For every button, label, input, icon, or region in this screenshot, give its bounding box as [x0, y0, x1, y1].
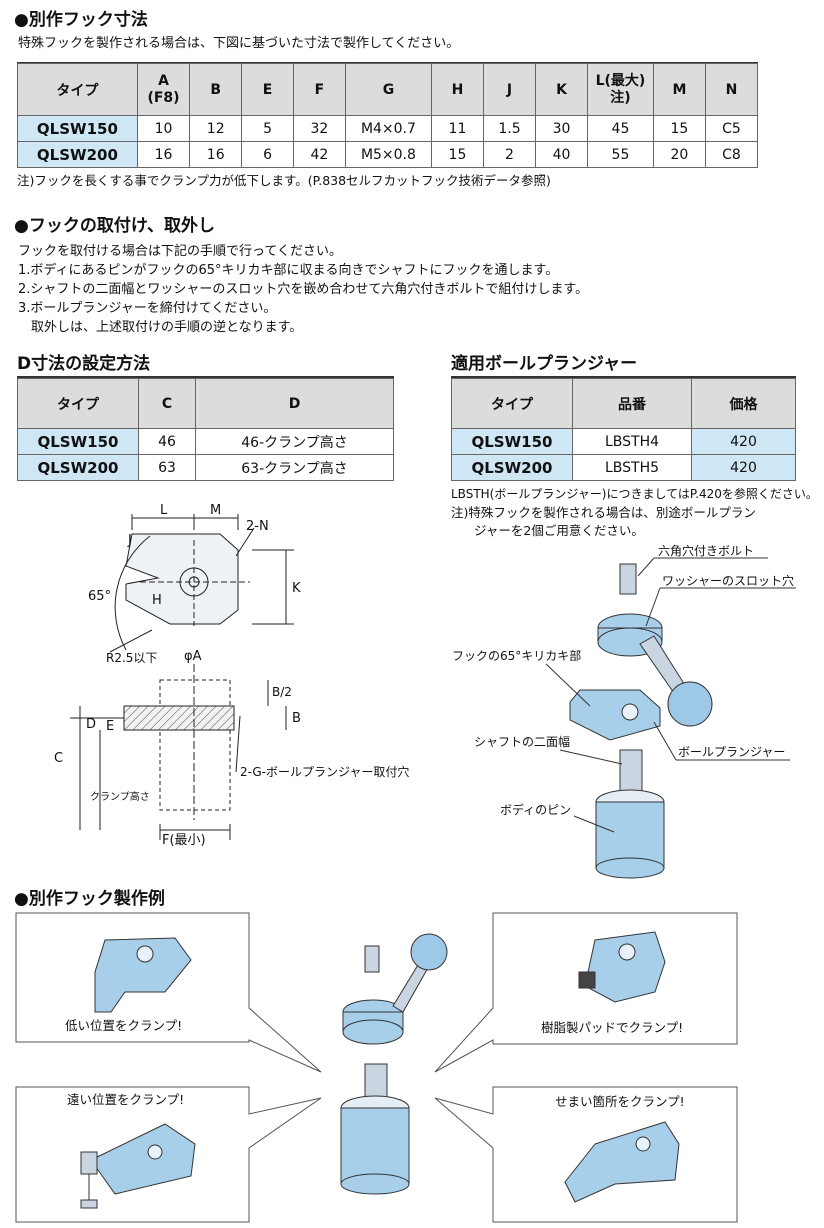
section-title-custom-hook: ●別作フック寸法	[14, 10, 148, 30]
dim-e: E	[106, 719, 114, 734]
dim-65: 65°	[88, 589, 111, 604]
custom-hook-desc: 特殊フックを製作される場合は、下図に基づいた寸法で製作してください。	[18, 36, 460, 51]
table-row: QLSW150 46 46-クランプ高さ	[17, 428, 394, 455]
dim-c: C	[54, 751, 63, 766]
dim-b: B	[292, 711, 301, 726]
th-j: J	[482, 63, 537, 116]
label-hook-cut: フックの65°キリカキ部	[452, 648, 581, 663]
assembly-drawing: 六角穴付きボルト ワッシャーのスロット穴 フックの65°キリカキ部 シャフトの二…	[452, 543, 796, 879]
th-e: E	[241, 63, 294, 116]
th-n: N	[704, 63, 759, 116]
label-shaft-flats: シャフトの二面幅	[474, 734, 570, 749]
table-row: QLSW150 10 12 5 32 M4×0.7 11 1.5 30 45 1…	[17, 115, 759, 142]
section-title-d-setting: D寸法の設定方法	[17, 354, 151, 374]
th-b: B	[189, 63, 243, 116]
th-k: K	[535, 63, 589, 116]
th-g: G	[344, 63, 432, 116]
table-row: QLSW200 16 16 6 42 M5×0.8 15 2 40 55 20 …	[17, 141, 759, 168]
section-title-attach: ●フックの取付け、取外し	[14, 216, 215, 236]
plunger-note-2: 注)特殊フックを製作される場合は、別途ボールプラン	[451, 505, 756, 520]
example-resin-label: 樹脂製パッドでクランプ!	[541, 1020, 683, 1035]
custom-hook-note: 注)フックを長くする事でクランプ力が低下します。(P.838セルフカットフック技…	[17, 173, 551, 188]
ball-plunger-table: タイプ 品番 価格 QLSW150 LBSTH4 420 QLSW200 LBS…	[451, 378, 796, 481]
table-row: QLSW200 63 63-クランプ高さ	[17, 454, 394, 481]
dim-b2: B/2	[272, 685, 292, 699]
label-ball-plunger: ボールプランジャー	[678, 745, 785, 759]
dim-2n: 2-N	[246, 519, 269, 534]
attach-steps: フックを取付ける場合は下記の手順で行ってください。 1.ボディにあるピンがフック…	[18, 244, 589, 335]
label-body-pin: ボディのピン	[500, 802, 571, 817]
custom-hook-examples: 低い位置をクランプ! 樹脂製パッドでクランプ! 遠い位置をクランプ! せまい箇所…	[15, 912, 738, 1223]
th-a: A (F8)	[136, 63, 191, 116]
dim-clamp-height: クランプ高さ	[90, 790, 150, 803]
label-hex-bolt: 六角穴付きボルト	[658, 543, 754, 558]
dim-f: F(最小)	[162, 833, 206, 848]
th-l: L(最大) 注)	[587, 63, 654, 116]
dim-g: 2-G-ボールプランジャー取付穴	[240, 764, 409, 779]
dim-m: M	[210, 503, 221, 518]
dim-k: K	[292, 581, 301, 596]
dim-r: R2.5以下	[106, 651, 157, 665]
dim-j: J	[127, 533, 132, 548]
th-h: H	[430, 63, 484, 116]
example-narrow-label: せまい箇所をクランプ!	[555, 1094, 685, 1109]
section-title-ball-plunger: 適用ボールプランジャー	[451, 354, 638, 374]
d-setting-table: タイプ C D QLSW150 46 46-クランプ高さ QLSW200 63 …	[17, 378, 394, 481]
th-type: タイプ	[17, 63, 138, 116]
dim-h: H	[152, 593, 162, 608]
plunger-note-1: LBSTH(ボールプランジャー)につきましてはP.420を参照ください。	[451, 487, 818, 501]
table-row: QLSW200 LBSTH5 420	[451, 454, 796, 481]
dim-phia: φA	[184, 649, 202, 664]
dim-d: D	[86, 717, 96, 732]
plunger-note-3: ジャーを2個ご用意ください。	[474, 523, 644, 538]
label-washer-slot: ワッシャーのスロット穴	[662, 573, 794, 588]
example-low-label: 低い位置をクランプ!	[65, 1018, 182, 1033]
th-f: F	[292, 63, 346, 116]
hook-dimension-drawing: L M 2-N J K H 65° R2.5以下 φA B/2 B D E C …	[54, 503, 409, 848]
hook-dimension-table: タイプ A (F8) B E F G H J K L(最大) 注) M N QL…	[17, 63, 759, 168]
example-far-label: 遠い位置をクランプ!	[67, 1092, 184, 1107]
dim-l: L	[160, 503, 168, 518]
th-m: M	[652, 63, 706, 116]
section-title-examples: ●別作フック製作例	[14, 889, 165, 909]
table-row: QLSW150 LBSTH4 420	[451, 428, 796, 455]
